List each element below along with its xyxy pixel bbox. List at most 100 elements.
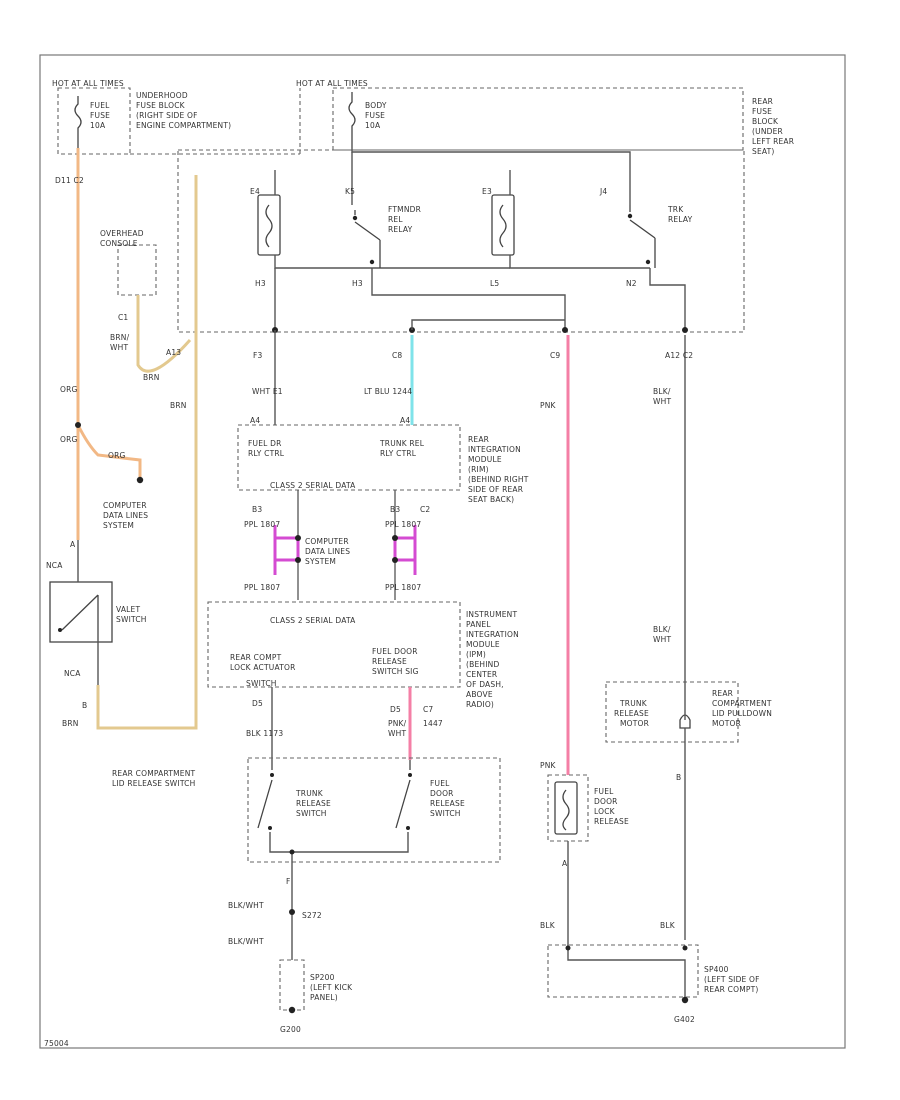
svg-text:C9: C9 xyxy=(550,351,560,360)
body-fuse-icon xyxy=(348,92,356,148)
svg-text:WHT: WHT xyxy=(653,397,671,406)
relay-switch-icon-2 xyxy=(629,205,656,268)
svg-text:E3: E3 xyxy=(482,187,492,196)
svg-text:SWITCH: SWITCH xyxy=(116,615,147,624)
svg-text:FUEL: FUEL xyxy=(90,101,110,110)
svg-text:RLY CTRL: RLY CTRL xyxy=(248,449,285,458)
svg-text:B3: B3 xyxy=(252,505,262,514)
svg-text:REAR COMPT): REAR COMPT) xyxy=(704,985,759,994)
svg-text:RELEASE: RELEASE xyxy=(430,799,465,808)
svg-text:NCA: NCA xyxy=(64,669,81,678)
svg-text:RELEASE: RELEASE xyxy=(372,657,407,666)
svg-text:G402: G402 xyxy=(674,1015,695,1024)
ground-left: SP200 (LEFT KICK PANEL) G200 xyxy=(279,959,353,1034)
svg-text:PANEL): PANEL) xyxy=(310,993,338,1002)
svg-text:FTMNDR: FTMNDR xyxy=(388,205,421,214)
svg-text:OVERHEAD: OVERHEAD xyxy=(100,229,144,238)
svg-text:BRN: BRN xyxy=(62,719,79,728)
svg-text:(RIGHT SIDE OF: (RIGHT SIDE OF xyxy=(136,111,198,120)
brown-wire xyxy=(96,175,198,730)
instrument-panel-module: CLASS 2 SERIAL DATA REAR COMPT LOCK ACTU… xyxy=(207,601,519,709)
svg-text:BRN: BRN xyxy=(143,373,160,382)
svg-text:DOOR: DOOR xyxy=(594,797,618,806)
svg-text:(LEFT KICK: (LEFT KICK xyxy=(310,983,353,992)
rear-compartment-switch-box: REAR COMPARTMENT LID RELEASE SWITCH TRUN… xyxy=(112,757,501,960)
svg-text:WHT E1: WHT E1 xyxy=(252,387,283,396)
svg-text:COMPUTER: COMPUTER xyxy=(103,501,147,510)
svg-text:H3: H3 xyxy=(255,279,266,288)
svg-text:S272: S272 xyxy=(302,911,322,920)
svg-text:BRN/: BRN/ xyxy=(110,333,130,342)
svg-text:ORG: ORG xyxy=(60,435,78,444)
fuel-door-relay: FTMNDR REL RELAY E4 K5 xyxy=(250,170,510,269)
svg-text:MOTOR: MOTOR xyxy=(712,719,741,728)
svg-text:PNK: PNK xyxy=(540,761,557,770)
svg-text:BLK 1173: BLK 1173 xyxy=(246,729,283,738)
svg-text:RELEASE: RELEASE xyxy=(614,709,649,718)
svg-text:MODULE: MODULE xyxy=(468,455,502,464)
svg-text:H3: H3 xyxy=(352,279,363,288)
svg-text:SYSTEM: SYSTEM xyxy=(103,521,134,530)
svg-text:C1: C1 xyxy=(118,313,128,322)
hot-at-all-times-left: HOT AT ALL TIMES xyxy=(52,79,124,88)
svg-text:RELEASE: RELEASE xyxy=(594,817,629,826)
svg-text:DATA LINES: DATA LINES xyxy=(103,511,148,520)
svg-text:A4: A4 xyxy=(250,416,260,425)
svg-text:CONSOLE: CONSOLE xyxy=(100,239,138,248)
svg-text:FUEL DR: FUEL DR xyxy=(248,439,282,448)
svg-text:LOCK: LOCK xyxy=(594,807,616,816)
svg-text:BLK/: BLK/ xyxy=(653,387,671,396)
svg-text:C8: C8 xyxy=(392,351,402,360)
footer-code: 75004 xyxy=(44,1039,69,1048)
svg-text:WHT: WHT xyxy=(653,635,671,644)
svg-text:REAR COMPT: REAR COMPT xyxy=(230,653,282,662)
svg-text:1447: 1447 xyxy=(423,719,443,728)
svg-text:PPL 1807: PPL 1807 xyxy=(385,520,421,529)
svg-text:RELEASE: RELEASE xyxy=(296,799,331,808)
underhood-fuse-block: HOT AT ALL TIMES UNDERHOOD FUSE BLOCK (R… xyxy=(52,79,301,155)
svg-text:FUEL DOOR: FUEL DOOR xyxy=(372,647,418,656)
svg-text:REAR: REAR xyxy=(752,97,773,106)
svg-text:BLOCK: BLOCK xyxy=(752,117,779,126)
svg-text:J4: J4 xyxy=(599,187,607,196)
svg-text:C7: C7 xyxy=(423,705,433,714)
svg-text:D11 C2: D11 C2 xyxy=(55,176,84,185)
svg-text:SP400: SP400 xyxy=(704,965,729,974)
svg-text:CLASS 2 SERIAL DATA: CLASS 2 SERIAL DATA xyxy=(270,616,356,625)
svg-text:CLASS 2 SERIAL DATA: CLASS 2 SERIAL DATA xyxy=(270,481,356,490)
svg-text:(UNDER: (UNDER xyxy=(752,127,783,136)
svg-text:RELAY: RELAY xyxy=(668,215,693,224)
hot-at-all-times-center: HOT AT ALL TIMES xyxy=(296,79,368,88)
svg-text:10A: 10A xyxy=(365,121,381,130)
svg-text:BLK: BLK xyxy=(660,921,676,930)
svg-text:F: F xyxy=(286,877,291,886)
svg-text:DATA LINES: DATA LINES xyxy=(305,547,350,556)
svg-text:REAR: REAR xyxy=(712,689,733,698)
fuel-door-lock-release: FUEL DOOR LOCK RELEASE A BLK xyxy=(540,774,629,945)
svg-text:FUSE BLOCK: FUSE BLOCK xyxy=(136,101,186,110)
svg-text:OF DASH,: OF DASH, xyxy=(466,680,504,689)
svg-text:UNDERHOOD: UNDERHOOD xyxy=(136,91,188,100)
overhead-console: OVERHEAD CONSOLE C1 BRN/ WHT BRN A13 xyxy=(100,229,192,382)
svg-text:TRUNK REL: TRUNK REL xyxy=(379,439,425,448)
svg-text:FUSE: FUSE xyxy=(752,107,772,116)
svg-text:PPL 1807: PPL 1807 xyxy=(244,520,280,529)
svg-text:ABOVE: ABOVE xyxy=(466,690,493,699)
svg-text:E4: E4 xyxy=(250,187,260,196)
svg-text:SWITCH: SWITCH xyxy=(430,809,461,818)
svg-text:FUSE: FUSE xyxy=(90,111,110,120)
svg-text:REAR: REAR xyxy=(468,435,489,444)
svg-text:SWITCH: SWITCH xyxy=(296,809,327,818)
svg-text:LOCK ACTUATOR: LOCK ACTUATOR xyxy=(230,663,296,672)
svg-text:ORG: ORG xyxy=(60,385,78,394)
trunk-relay: TRK RELAY E3 J4 xyxy=(482,170,693,269)
svg-text:RELAY: RELAY xyxy=(388,225,413,234)
svg-text:BLK/WHT: BLK/WHT xyxy=(228,901,264,910)
svg-text:REAR COMPARTMENT: REAR COMPARTMENT xyxy=(112,769,196,778)
svg-text:SIDE OF REAR: SIDE OF REAR xyxy=(468,485,523,494)
svg-text:LEFT REAR: LEFT REAR xyxy=(752,137,794,146)
ground-right: SP400 (LEFT SIDE OF REAR COMPT) G402 xyxy=(547,944,759,1024)
svg-text:B: B xyxy=(82,701,87,710)
svg-text:SYSTEM: SYSTEM xyxy=(305,557,336,566)
